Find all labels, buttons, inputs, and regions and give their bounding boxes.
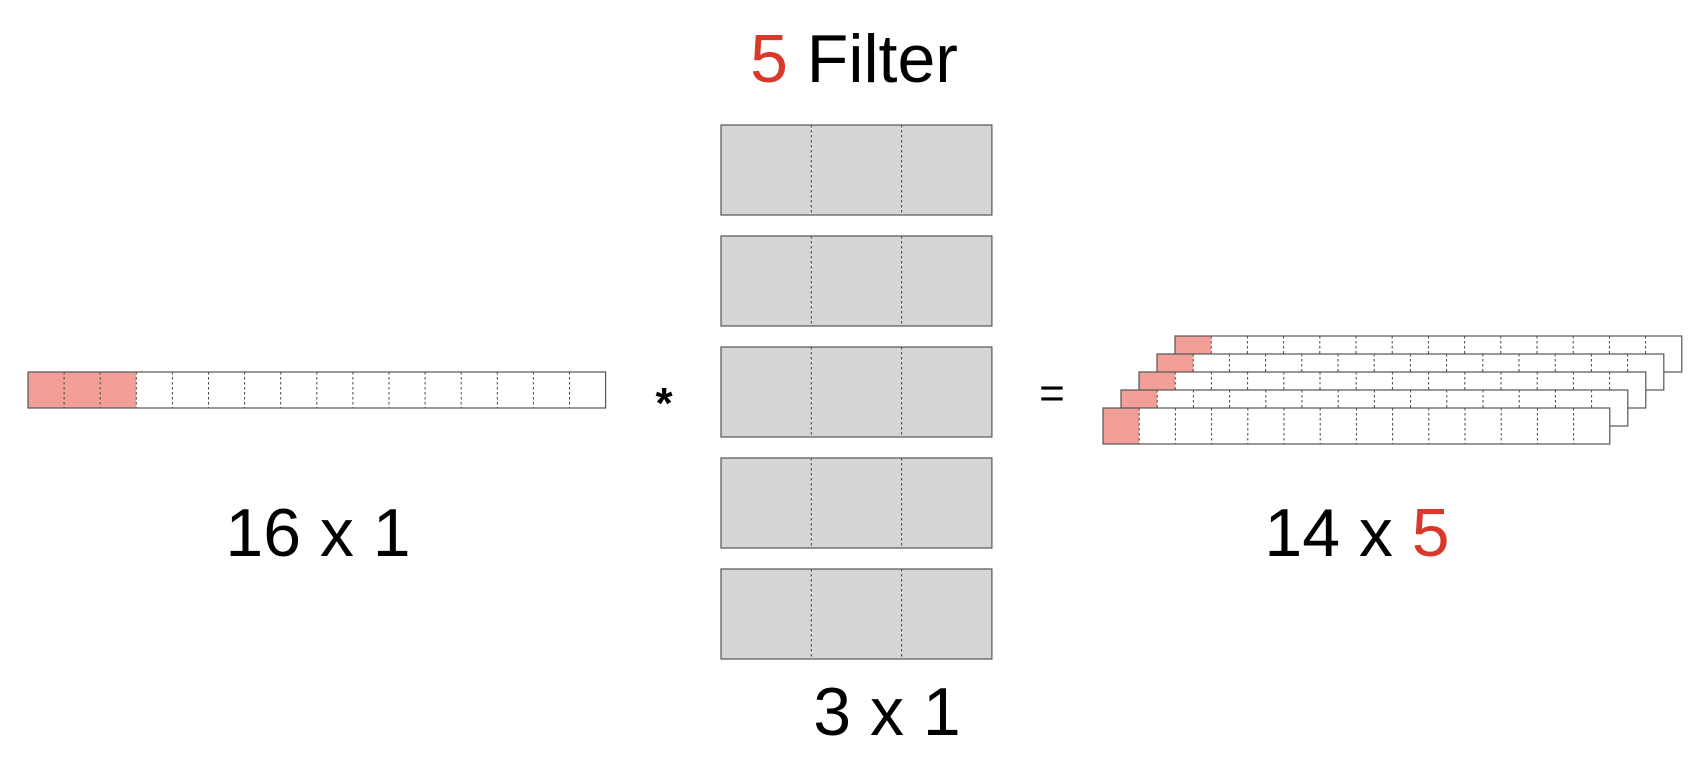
highlighted-cell [64, 372, 101, 408]
filter-1 [720, 124, 993, 216]
cell [497, 372, 534, 408]
title: 5 Filter [750, 21, 958, 97]
strip-border [720, 457, 993, 549]
cell [811, 569, 902, 659]
cell [425, 372, 462, 408]
cell [811, 347, 902, 437]
cell [901, 125, 992, 215]
cell [1465, 408, 1502, 444]
cell [461, 372, 498, 408]
cell [1573, 408, 1610, 444]
cell [811, 236, 902, 326]
cell [811, 458, 902, 548]
filter-size-label: 3 x 1 [813, 674, 960, 750]
cell [901, 569, 992, 659]
cell [721, 236, 812, 326]
output-feature-maps [1102, 335, 1683, 445]
equals-sign: = [1039, 369, 1065, 418]
output-layer-5 [1102, 407, 1611, 445]
highlighted-cell [100, 372, 137, 408]
cell [1211, 408, 1248, 444]
strip-border [720, 346, 993, 438]
cell [244, 372, 281, 408]
strip-border [27, 371, 607, 409]
cell [389, 372, 426, 408]
strip-border [720, 568, 993, 660]
cell [1428, 408, 1465, 444]
strip-border [720, 235, 993, 327]
cell [569, 372, 606, 408]
filter-4 [720, 457, 993, 549]
cell [721, 569, 812, 659]
cell [1139, 408, 1176, 444]
cell [901, 458, 992, 548]
cell [280, 372, 317, 408]
output-label-base: 14 x [1264, 495, 1411, 571]
cell [901, 236, 992, 326]
convolution-operator: * [655, 379, 673, 428]
cell [1537, 408, 1574, 444]
title-filter-word: Filter [788, 21, 958, 97]
cell [208, 372, 245, 408]
cell [533, 372, 570, 408]
cell [1501, 408, 1538, 444]
cell [316, 372, 353, 408]
strip-border [1102, 407, 1611, 445]
cell [136, 372, 173, 408]
cell [352, 372, 389, 408]
title-filter-count: 5 [750, 21, 788, 97]
cell [1175, 408, 1212, 444]
input-size-label: 16 x 1 [225, 495, 410, 571]
highlighted-cell [28, 372, 65, 408]
cell [721, 458, 812, 548]
strip-border [720, 124, 993, 216]
output-label-count: 5 [1412, 495, 1450, 571]
cell [721, 125, 812, 215]
filter-2 [720, 235, 993, 327]
input-vector [27, 371, 607, 409]
cell [172, 372, 209, 408]
input-strip [27, 371, 607, 409]
cell [1356, 408, 1393, 444]
cell [721, 347, 812, 437]
filter-3 [720, 346, 993, 438]
cell [1320, 408, 1357, 444]
filter-stack [720, 124, 993, 660]
highlighted-cell [1103, 408, 1140, 444]
output-size-label: 14 x 5 [1264, 495, 1449, 571]
filter-5 [720, 568, 993, 660]
cell [1392, 408, 1429, 444]
cell [901, 347, 992, 437]
cell [1247, 408, 1284, 444]
cell [1284, 408, 1321, 444]
cell [811, 125, 902, 215]
